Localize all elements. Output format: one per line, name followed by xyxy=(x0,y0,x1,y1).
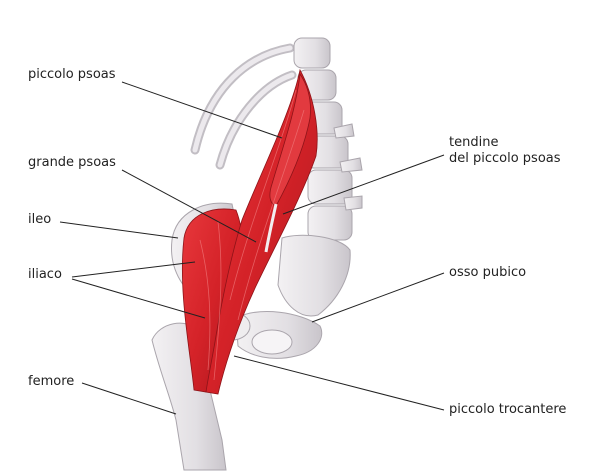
label-femore: femore xyxy=(28,374,75,389)
psoas-minor-tendon xyxy=(264,203,278,253)
leader-femore xyxy=(81,382,177,415)
label-tendine-line2: del piccolo psoas xyxy=(449,151,561,166)
label-grande-psoas: grande psoas xyxy=(28,155,116,170)
leader-iliaco-a xyxy=(71,261,196,278)
leader-iliaco-b xyxy=(71,278,206,319)
label-piccolo-psoas: piccolo psoas xyxy=(28,67,116,82)
leader-piccolo-trocantere xyxy=(233,355,445,411)
pubic-bone xyxy=(235,311,323,359)
muscle-fibers xyxy=(199,89,305,381)
leader-osso-pubico xyxy=(311,272,445,323)
leader-lines xyxy=(59,81,445,415)
label-piccolo-trocantere: piccolo trocantere xyxy=(449,402,567,417)
sacrum xyxy=(277,234,351,317)
label-iliaco: iliaco xyxy=(28,267,62,282)
rib-upper xyxy=(190,43,295,155)
leader-grande-psoas xyxy=(121,169,257,243)
label-osso-pubico: osso pubico xyxy=(449,265,527,280)
label-ileo: ileo xyxy=(28,212,52,227)
leader-piccolo-psoas xyxy=(121,81,283,139)
leader-tendine xyxy=(282,154,445,215)
label-tendine-line1: tendine xyxy=(449,135,499,150)
leader-ileo xyxy=(59,221,179,239)
